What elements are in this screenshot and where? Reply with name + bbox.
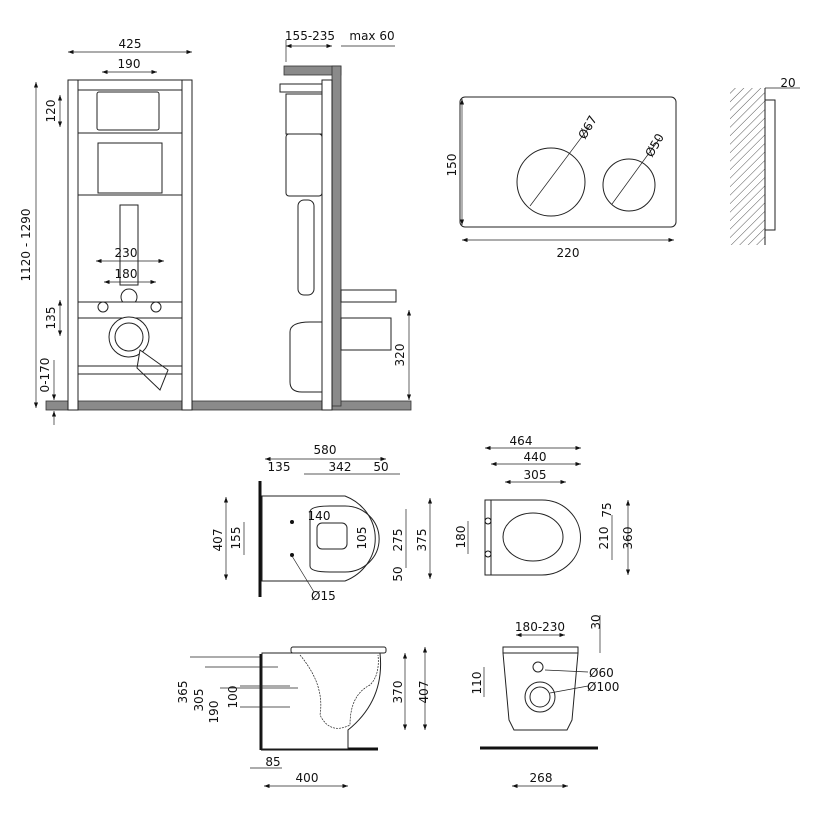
dim-inner-width: 275 [391, 529, 405, 552]
dim-hole-spacing: 155 [229, 527, 243, 550]
dim-seat-outer: 464 [510, 434, 533, 448]
dim-side-drain: 320 [393, 344, 407, 367]
dim-opening-w: 140 [308, 509, 331, 523]
dim-opening-h: 105 [355, 527, 369, 550]
dim-pipe-inner: 180 [115, 267, 138, 281]
dim-bowl-width: 407 [211, 529, 225, 552]
dim-frame-width: 425 [119, 37, 142, 51]
dim-plate-thk: 20 [780, 76, 795, 90]
dim-frame-height: 1120 - 1290 [19, 208, 33, 281]
bowl-side-view: 365 305 190 100 370 407 85 400 [176, 646, 431, 789]
frame-front-view: 425 190 1120 - 1290 120 230 180 135 0-17… [19, 37, 412, 425]
dim-outer-width: 375 [415, 529, 429, 552]
dim-to-holes: 135 [268, 460, 291, 474]
dim-side-h2: 305 [192, 689, 206, 712]
dim-bowl-length: 580 [314, 443, 337, 457]
dim-base-width: 268 [530, 771, 553, 785]
frame-side-view: 155-235 max 60 320 [279, 29, 412, 411]
dim-side-depth: 400 [296, 771, 319, 785]
dim-plate-w: 220 [557, 246, 580, 260]
dim-seat-thickness: 30 [589, 614, 603, 629]
small-flush-button [602, 158, 656, 212]
dim-rim-bottom: 50 [391, 566, 405, 581]
dim-plate-width: 190 [118, 57, 141, 71]
dim-inlet-height: 110 [470, 672, 484, 695]
dim-side-offset: 85 [265, 755, 280, 769]
dim-drain-height: 135 [44, 307, 58, 330]
floor [45, 400, 412, 411]
dim-inlet-dia: Ø60 [589, 666, 614, 680]
dim-side-h4: 100 [226, 686, 240, 709]
dim-side-h3: 190 [207, 701, 221, 724]
dim-total-height: 407 [417, 681, 431, 704]
dim-seat-total-h: 360 [621, 527, 635, 550]
dim-bowl-inner: 342 [329, 460, 352, 474]
dim-seat-inner-h: 210 [597, 527, 611, 550]
dim-bolt-range: 180-230 [515, 620, 565, 634]
flush-actuator [96, 91, 160, 131]
bowl-front-view: 180-230 30 Ø60 Ø100 110 268 [470, 614, 619, 789]
dim-foot-adjust: 0-170 [38, 358, 52, 393]
seat-top-view: 464 440 305 75 180 210 360 [454, 434, 635, 576]
dim-seat-mid: 440 [524, 450, 547, 464]
flush-plate-view: Ø67 Ø50 150 220 20 [445, 76, 800, 260]
dim-outlet-dia: Ø100 [587, 680, 619, 694]
wall [331, 65, 342, 407]
bowl-top-view: 580 135 342 50 407 155 140 105 275 375 5… [211, 443, 433, 603]
dim-body-height: 370 [391, 681, 405, 704]
dim-wall-max: max 60 [349, 29, 394, 43]
dim-seat-inner: 305 [524, 468, 547, 482]
dim-front-gap: 75 [600, 502, 614, 517]
wall-hatch [730, 88, 765, 245]
dim-depth-range: 155-235 [285, 29, 335, 43]
dim-side-h1: 365 [176, 681, 190, 704]
large-flush-button [516, 147, 586, 217]
dim-pipe-outer: 230 [115, 246, 138, 260]
plate-profile [764, 99, 776, 231]
dim-rim: 50 [373, 460, 388, 474]
dim-hinge-spacing: 180 [454, 526, 468, 549]
dim-hole-dia: Ø15 [311, 589, 336, 603]
dim-plate-h: 150 [445, 154, 459, 177]
dim-plate-height: 120 [44, 100, 58, 123]
